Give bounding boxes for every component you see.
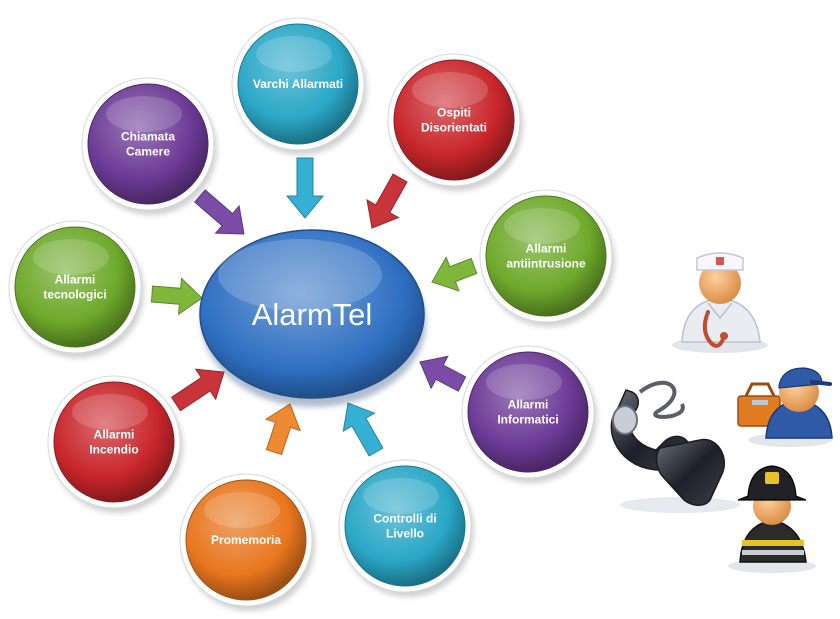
- node-label: Chiamata: [121, 130, 175, 144]
- node-label: Disorientati: [421, 121, 487, 135]
- node-highlight: [204, 492, 280, 528]
- node-circle: [53, 381, 175, 503]
- node-promemoria: Promemoria: [179, 473, 315, 611]
- node-circle: [87, 83, 209, 205]
- arrow-varchi-allarmati: [285, 157, 325, 219]
- node-highlight: [363, 478, 439, 514]
- node-label: Allarmi: [508, 398, 549, 412]
- node-label: antiintrusione: [506, 257, 586, 271]
- node-highlight: [504, 208, 580, 244]
- node-varchi-allarmati: Varchi Allarmati: [231, 17, 367, 155]
- firefighter-icon: [728, 465, 816, 573]
- arrow-controlli-di-livello: [342, 402, 384, 457]
- node-label: Promemoria: [211, 533, 281, 547]
- node-circle: [485, 195, 607, 317]
- node-label: Informatici: [497, 413, 558, 427]
- node-circle: [237, 23, 359, 145]
- node-label: Varchi Allarmati: [253, 77, 343, 91]
- arrows-layer: [150, 157, 478, 457]
- arrow-chiamata-camere: [194, 189, 245, 235]
- center-node: AlarmTel: [199, 229, 426, 407]
- telephone-handset-icon: [610, 380, 740, 513]
- node-label: Allarmi: [55, 273, 96, 287]
- arrow-allarmi-antiintrusione: [431, 256, 478, 292]
- node-label: Ospiti: [437, 106, 471, 120]
- node-highlight: [33, 239, 109, 275]
- arrow-ospiti-disorientati: [366, 173, 408, 229]
- node-highlight: [486, 364, 562, 400]
- technician-icon: [737, 367, 833, 447]
- center-label: AlarmTel: [252, 297, 373, 332]
- arrow-allarmi-informatici: [419, 355, 467, 392]
- node-label: tecnologici: [43, 288, 106, 302]
- arrow-allarmi-incendio: [170, 368, 225, 412]
- center-ellipse: [199, 229, 425, 399]
- arrow-allarmi-tecnologici: [150, 277, 203, 316]
- node-label: Livello: [386, 527, 424, 541]
- node-circle: [14, 226, 136, 348]
- node-label: Allarmi: [526, 242, 567, 256]
- arrow-promemoria: [264, 403, 301, 456]
- nodes-layer: Varchi AllarmatiOspitiDisorientatiAllarm…: [8, 17, 615, 611]
- node-highlight: [106, 96, 182, 132]
- node-circle: [467, 351, 589, 473]
- node-highlight: [256, 36, 332, 72]
- node-highlight: [72, 394, 148, 430]
- node-circle: [393, 59, 515, 181]
- node-label: Controlli di: [373, 512, 436, 526]
- nurse-icon: [672, 252, 768, 353]
- node-highlight: [412, 72, 488, 108]
- node-label: Camere: [126, 145, 170, 159]
- node-circle: [344, 465, 466, 587]
- node-label: Allarmi: [94, 428, 135, 442]
- node-circle: [185, 479, 307, 601]
- node-label: Incendio: [89, 443, 138, 457]
